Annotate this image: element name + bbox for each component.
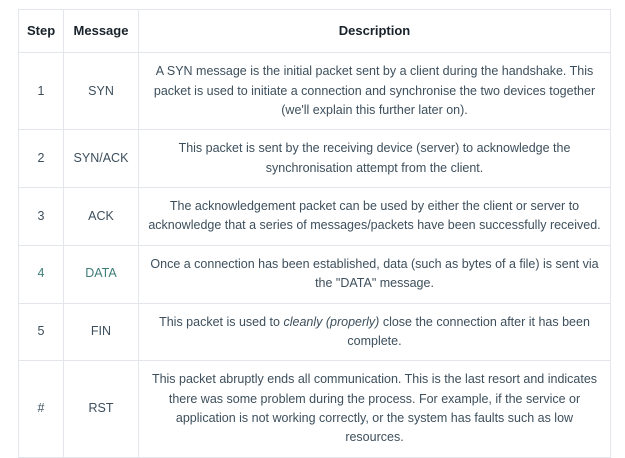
cell-description: A SYN message is the initial packet sent… xyxy=(139,53,611,131)
description-text-after: close the connection after it has been c… xyxy=(347,314,590,348)
table-row: 2 SYN/ACK This packet is sent by the rec… xyxy=(19,130,611,189)
cell-message: ACK xyxy=(64,188,139,246)
cell-step: 1 xyxy=(19,53,64,131)
cell-step: 4 xyxy=(19,245,64,304)
cell-message: DATA xyxy=(64,245,139,304)
cell-description: This packet abruptly ends all communicat… xyxy=(139,361,611,458)
cell-description: This packet is used to cleanly (properly… xyxy=(139,303,611,362)
table-row: 4 DATA Once a connection has been establ… xyxy=(19,245,611,304)
cell-step: 5 xyxy=(19,303,64,362)
tcp-messages-table: Step Message Description 1 SYN A SYN mes… xyxy=(18,9,611,458)
table-row: 5 FIN This packet is used to cleanly (pr… xyxy=(19,303,611,362)
cell-message: SYN/ACK xyxy=(64,130,139,189)
table-row: 3 ACK The acknowledgement packet can be … xyxy=(19,188,611,246)
cell-description: The acknowledgement packet can be used b… xyxy=(139,188,611,246)
cell-description: This packet is sent by the receiving dev… xyxy=(139,130,611,189)
cell-message: RST xyxy=(64,361,139,458)
table-row: 1 SYN A SYN message is the initial packe… xyxy=(19,53,611,131)
cell-message: FIN xyxy=(64,303,139,362)
column-header-message: Message xyxy=(64,10,139,54)
column-header-step: Step xyxy=(19,10,64,54)
table-header-row: Step Message Description xyxy=(19,10,611,54)
table-container: Step Message Description 1 SYN A SYN mes… xyxy=(18,9,611,458)
description-text-before: This packet is used to xyxy=(159,314,284,329)
column-header-description: Description xyxy=(139,10,611,54)
table-body: 1 SYN A SYN message is the initial packe… xyxy=(19,53,611,458)
cell-step: 2 xyxy=(19,130,64,189)
cell-step: # xyxy=(19,361,64,458)
cell-description: Once a connection has been established, … xyxy=(139,245,611,304)
table-row: # RST This packet abruptly ends all comm… xyxy=(19,361,611,458)
cell-step: 3 xyxy=(19,188,64,246)
cell-message: SYN xyxy=(64,53,139,131)
description-text-emphasis: cleanly (properly) xyxy=(283,314,380,329)
table-header: Step Message Description xyxy=(19,10,611,54)
